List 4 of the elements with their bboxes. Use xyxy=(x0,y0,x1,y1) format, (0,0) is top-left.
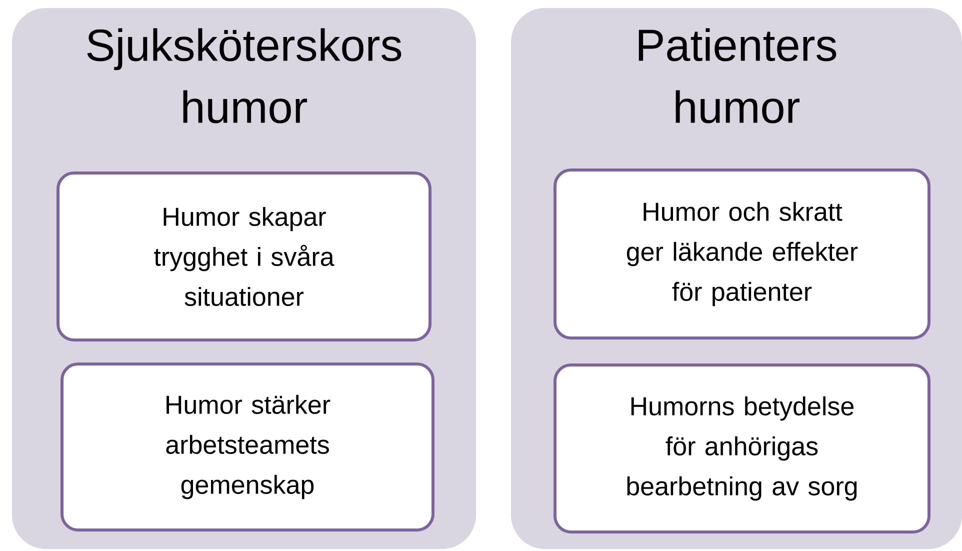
text-box: Humor stärker arbetsteamets gemenskap xyxy=(60,362,434,532)
text-box: Humor och skratt ger läkande effekter för patienter xyxy=(554,168,930,340)
text-box: Humorns betydelse för anhörigas bearbetning av sorg xyxy=(554,363,930,534)
text-box: Humor skapar trygghet i svåra situationer xyxy=(56,172,432,342)
